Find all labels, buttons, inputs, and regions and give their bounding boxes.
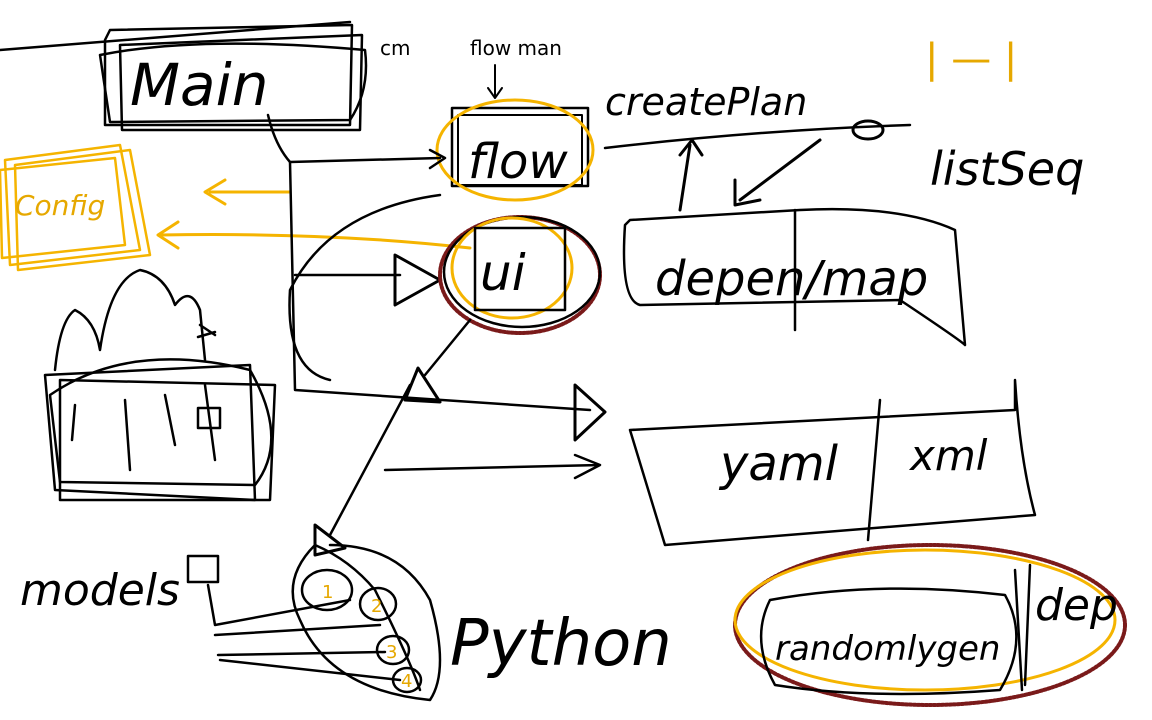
config-node: Config [0, 143, 152, 272]
main-label: Main [130, 51, 268, 119]
flow-manager-annotation: flow man [470, 36, 562, 60]
yaml-label: yaml [718, 436, 839, 492]
python-model-index-3: 3 [386, 642, 397, 663]
create-plan-label: createPlan [605, 80, 807, 124]
list-seq-label: listSeq [930, 142, 1084, 196]
main-annotation: cm [380, 36, 410, 60]
python-up-arrow-head [403, 366, 442, 404]
python-model-index-2: 2 [371, 596, 382, 617]
python-label: Python [450, 607, 672, 681]
python-up-line [328, 383, 412, 537]
diag-arrow [733, 138, 822, 207]
python-node: 1 2 3 4 [291, 523, 442, 702]
flow-manager-arrow [487, 64, 503, 99]
ui-to-arrow-line [423, 318, 472, 377]
models-link-lines [206, 583, 402, 682]
main-node: Main cm [98, 23, 410, 132]
xml-label: xml [908, 431, 988, 480]
config-arrow-top [203, 178, 292, 206]
depen-map-label: depen/map [655, 251, 928, 307]
yaml-arrow-head [573, 383, 607, 442]
up-arrow [678, 138, 704, 212]
yaml-xml-node: yaml xml [628, 378, 1037, 547]
flow-label: flow [468, 134, 568, 190]
dep-label: dep [1035, 580, 1118, 631]
randomly-gen-label: randomlygen [775, 629, 1000, 669]
main-trunk-line [288, 160, 592, 412]
left-box-node [43, 358, 277, 502]
main-to-flow-line [266, 113, 447, 170]
ui-node: ui [393, 215, 602, 335]
python-model-index-4: 4 [401, 671, 412, 692]
flow-loop-line [288, 193, 442, 382]
create-plan-line [603, 123, 912, 150]
models-label: models [20, 565, 180, 616]
depen-map-node: depen/map [622, 207, 967, 347]
top-right-marks: | — | [925, 36, 1017, 82]
models-square [186, 554, 220, 584]
config-label: Config [15, 189, 105, 222]
randomly-gen-node: randomlygen dep [733, 543, 1127, 707]
ui-label: ui [480, 244, 526, 302]
hand-sketch [53, 268, 217, 372]
flow-node: flow [435, 98, 595, 202]
connector-knot [851, 119, 885, 141]
config-arrow-bottom [156, 220, 472, 250]
python-to-yaml-line [383, 453, 602, 480]
python-model-index-1: 1 [322, 582, 333, 603]
